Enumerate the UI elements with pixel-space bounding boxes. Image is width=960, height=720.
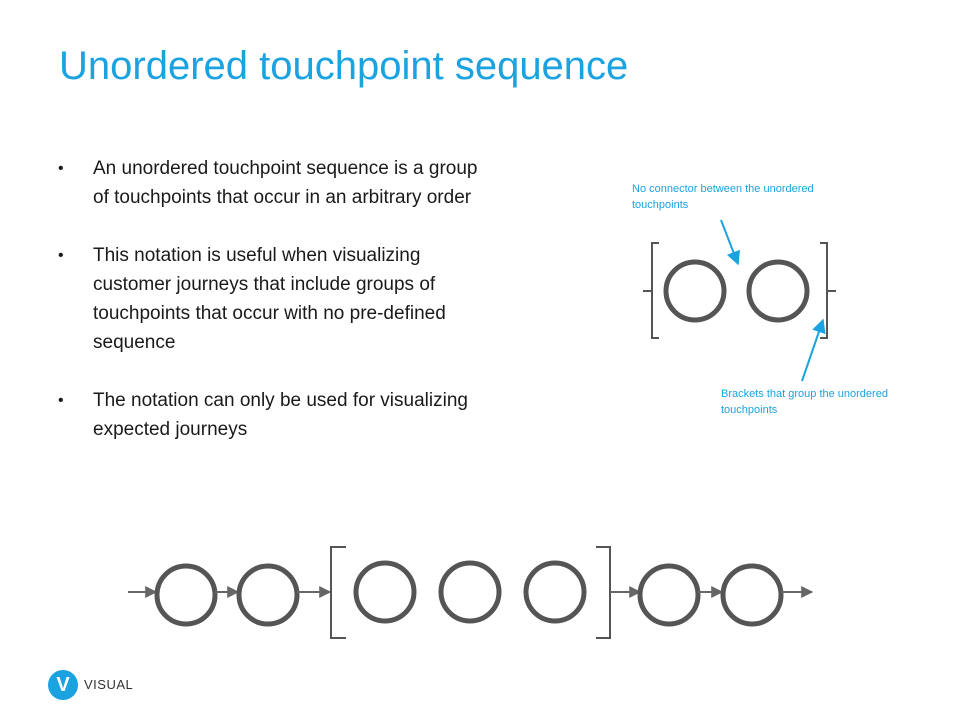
touchpoint-circle xyxy=(523,560,587,624)
touchpoint-circle xyxy=(154,563,218,627)
touchpoint-circle xyxy=(746,259,810,323)
bullet-marker: • xyxy=(58,160,64,177)
touchpoint-circle xyxy=(663,259,727,323)
brand-logo-icon: V xyxy=(48,670,78,700)
touchpoint-circle xyxy=(720,563,784,627)
bullet-item: • This notation is useful when visualizi… xyxy=(58,241,488,357)
bullet-marker: • xyxy=(58,392,64,409)
bullet-list: • An unordered touchpoint sequence is a … xyxy=(58,154,488,473)
touchpoint-circle xyxy=(637,563,701,627)
touchpoint-circle xyxy=(353,560,417,624)
example-unordered-group xyxy=(643,219,836,382)
pointer-arrow-connector xyxy=(720,219,740,266)
left-bracket xyxy=(330,546,346,639)
bullet-text: An unordered touchpoint sequence is a gr… xyxy=(93,158,478,208)
bullet-item: • The notation can only be used for visu… xyxy=(58,386,488,444)
annotation-brackets: Brackets that group the unordered touchp… xyxy=(721,388,888,416)
touchpoint-circle xyxy=(438,560,502,624)
bullet-text: The notation can only be used for visual… xyxy=(93,390,468,440)
right-bracket xyxy=(596,546,611,639)
bullet-text: This notation is useful when visualizing… xyxy=(93,245,446,353)
slide-title: Unordered touchpoint sequence xyxy=(59,44,629,88)
bullet-item: • An unordered touchpoint sequence is a … xyxy=(58,154,488,212)
pointer-arrow-bracket xyxy=(801,318,826,382)
left-bracket xyxy=(643,242,659,339)
annotation-no-connector: No connector between the unordered touch… xyxy=(632,183,814,211)
bullet-marker: • xyxy=(58,247,64,264)
touchpoint-circle xyxy=(236,563,300,627)
right-bracket xyxy=(820,242,836,339)
journey-diagram xyxy=(128,546,814,639)
brand-name: VISUAL xyxy=(84,677,134,692)
